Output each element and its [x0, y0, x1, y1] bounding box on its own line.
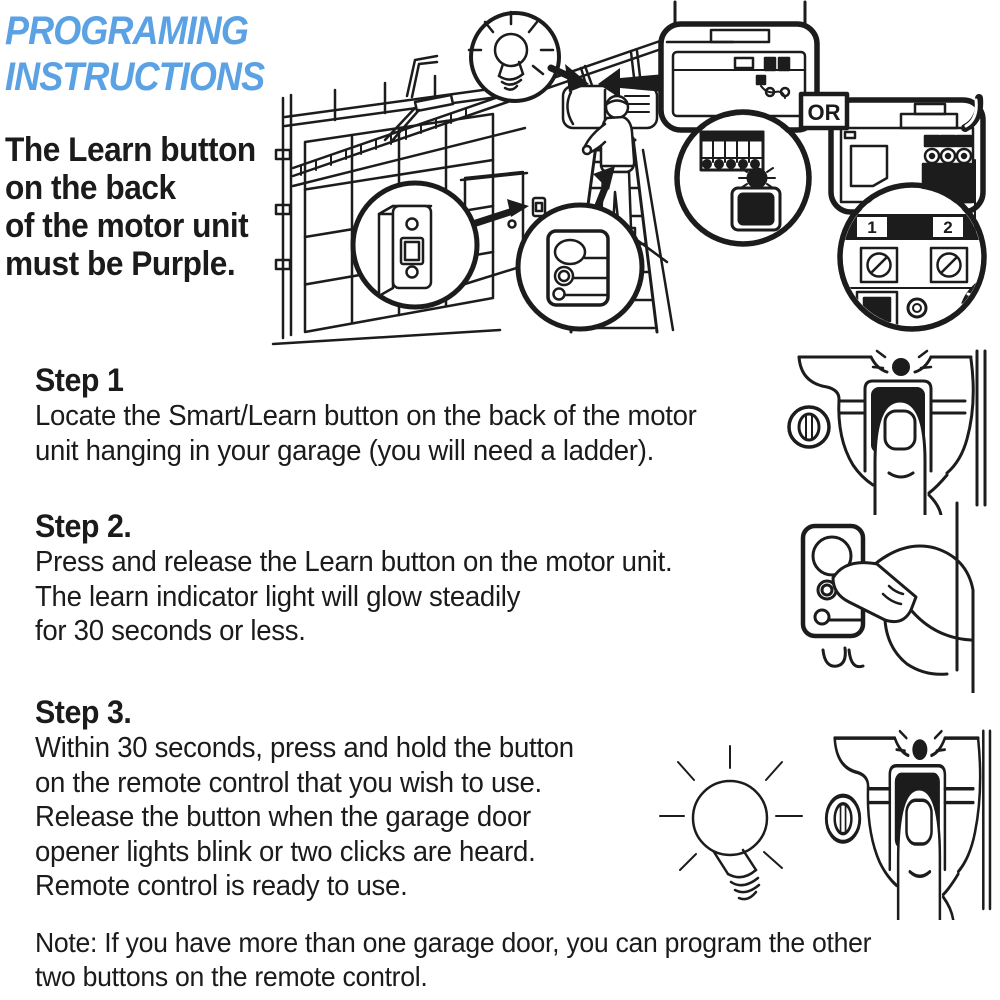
motor-unit-back-panel-2: [828, 94, 986, 239]
page-title: PROGRAMING INSTRUCTIONS: [5, 9, 265, 99]
intro-text: The Learn button on the back of the moto…: [5, 131, 256, 283]
or-label: OR: [808, 100, 841, 125]
learn-button-press-illustration-2: [818, 722, 1000, 920]
terminal-2-label: 2: [943, 218, 952, 237]
step-2-body: Press and release the Learn button on th…: [35, 546, 673, 647]
step-1-heading: Step 1: [35, 362, 124, 398]
light-bulb-icon: [659, 745, 803, 901]
door-control-icon: [377, 204, 433, 298]
garage-programming-diagram: OR 1: [271, 0, 987, 346]
learn-indicator-light: [746, 167, 768, 189]
arrow-to-motor-unit: [598, 68, 665, 98]
remote-control-detail: [515, 166, 645, 332]
learn-button-press-illustration-1: [787, 349, 987, 515]
opener-rail: [291, 38, 669, 188]
terminal-1-label: 1: [867, 218, 876, 237]
learn-button-detail-2: 1 2: [837, 182, 987, 332]
or-box: OR: [798, 91, 850, 131]
learn-button: [737, 192, 775, 226]
note-text: Note: If you have more than one garage d…: [35, 927, 872, 992]
hand-icon: [821, 544, 975, 693]
light-bulb-icon: [467, 10, 555, 91]
step-3-heading: Step 3.: [35, 694, 132, 730]
learn-button-detail-1: [674, 109, 812, 247]
person-on-ladder: [581, 94, 637, 238]
door-control-detail: [350, 180, 480, 310]
arrow-to-wall-button: [469, 199, 529, 228]
remote-control-icon: [546, 229, 610, 307]
light-bulb-detail: [467, 10, 589, 103]
motor-unit-back-panel-1: [658, 0, 820, 133]
step-2-heading: Step 2.: [35, 508, 132, 544]
step-3-body: Within 30 seconds, press and hold the bu…: [35, 732, 574, 902]
hand-pressing-remote-illustration: [800, 501, 975, 693]
wall-button: [531, 196, 547, 218]
step-1-body: Locate the Smart/Learn button on the bac…: [35, 400, 697, 467]
